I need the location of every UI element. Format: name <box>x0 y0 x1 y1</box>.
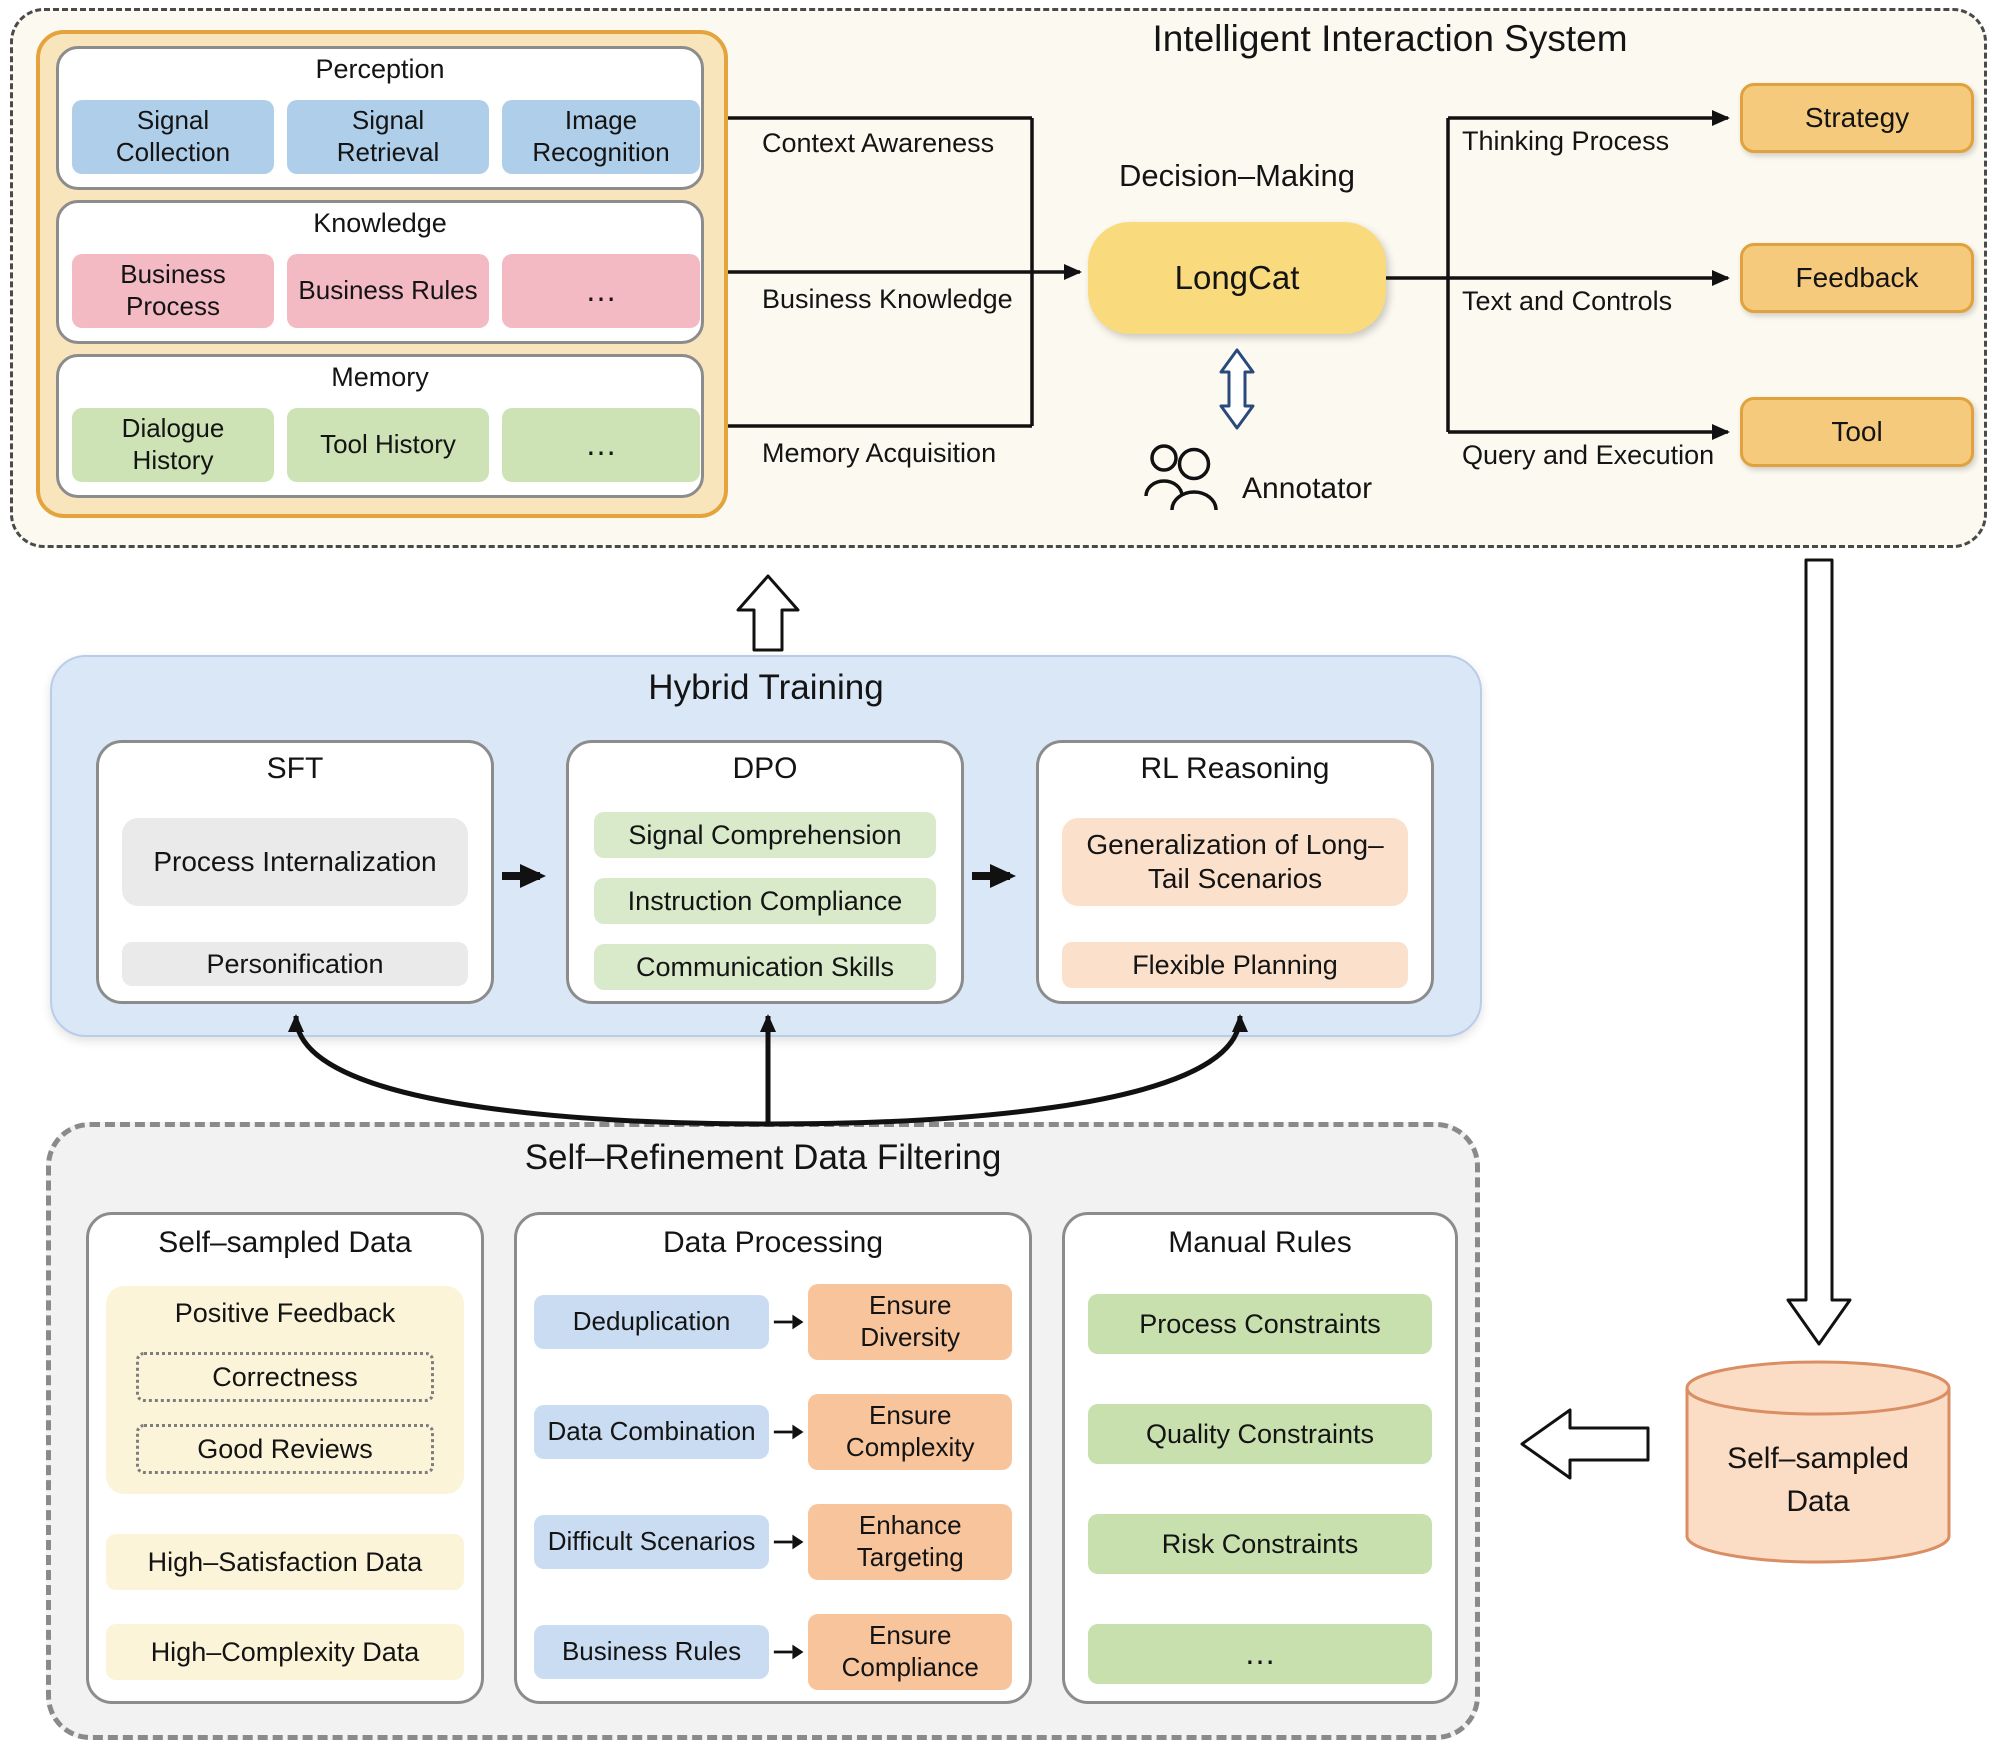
flow-label-context-awareness: Context Awareness <box>762 128 995 158</box>
processing-row: Business Rules Ensure Compliance <box>534 1610 1012 1694</box>
processing-row: Deduplication Ensure Diversity <box>534 1280 1012 1364</box>
sft-title: SFT <box>266 752 324 785</box>
output-strategy: Strategy <box>1740 83 1974 153</box>
memory-item: … <box>502 408 700 482</box>
processing-goal: Ensure Compliance <box>808 1614 1012 1690</box>
hybrid-training-title: Hybrid Training <box>648 668 884 707</box>
perception-item: Signal Collection <box>72 100 274 174</box>
perception-item: Signal Retrieval <box>287 100 489 174</box>
hollow-down-arrow <box>1786 558 1852 1346</box>
manual-rule: Quality Constraints <box>1088 1404 1432 1464</box>
knowledge-title: Knowledge <box>313 208 447 238</box>
output-tool: Tool <box>1740 397 1974 467</box>
arrow-right-icon <box>773 1314 804 1330</box>
knowledge-item: … <box>502 254 700 328</box>
arrow-right-icon <box>773 1534 804 1550</box>
perception-title: Perception <box>315 54 445 84</box>
annotator-label: Annotator <box>1242 472 1373 505</box>
manual-rules-title: Manual Rules <box>1168 1226 1352 1259</box>
dpo-item: Instruction Compliance <box>594 878 936 924</box>
datastore-label: Self–sampled Data <box>1727 1441 1909 1519</box>
flow-label-text-and-controls: Text and Controls <box>1462 286 1673 316</box>
processing-goal: Ensure Diversity <box>808 1284 1012 1360</box>
output-feedback: Feedback <box>1740 243 1974 313</box>
rl-item: Generalization of Long–Tail Scenarios <box>1062 818 1408 906</box>
feedback-item-good-reviews: Good Reviews <box>136 1424 434 1474</box>
hollow-up-arrow <box>736 574 800 652</box>
sft-item: Process Internalization <box>122 818 468 906</box>
longcat-model-box: LongCat <box>1088 222 1386 334</box>
self-sampled-datastore: Self–sampled Data <box>1683 1358 1953 1566</box>
dpo-item: Signal Comprehension <box>594 812 936 858</box>
rl-reasoning-title: RL Reasoning <box>1140 752 1330 785</box>
dpo-title: DPO <box>732 752 798 785</box>
processing-step: Business Rules <box>534 1625 770 1679</box>
memory-item: Dialogue History <box>72 408 274 482</box>
sft-item: Personification <box>122 942 468 986</box>
arrow-right-icon <box>773 1424 804 1440</box>
memory-item: Tool History <box>287 408 489 482</box>
processing-goal: Ensure Complexity <box>808 1394 1012 1470</box>
self-sampled-pill: High–Complexity Data <box>106 1624 464 1680</box>
self-sampled-data-title: Self–sampled Data <box>158 1226 412 1259</box>
perception-item: Image Recognition <box>502 100 700 174</box>
positive-feedback-label: Positive Feedback <box>174 1298 396 1328</box>
knowledge-item: Business Rules <box>287 254 489 328</box>
manual-rule: Process Constraints <box>1088 1294 1432 1354</box>
self-sampled-pill: High–Satisfaction Data <box>106 1534 464 1590</box>
database-cylinder-icon <box>1685 1360 1951 1564</box>
flow-label-query-and-execution: Query and Execution <box>1462 440 1715 470</box>
processing-row: Difficult Scenarios Enhance Targeting <box>534 1500 1012 1584</box>
processing-step: Data Combination <box>534 1405 770 1459</box>
rl-item: Flexible Planning <box>1062 942 1408 988</box>
data-processing-title: Data Processing <box>662 1226 884 1259</box>
flow-label-business-knowledge: Business Knowledge <box>762 284 1013 314</box>
processing-row: Data Combination Ensure Complexity <box>534 1390 1012 1474</box>
flow-label-thinking-process: Thinking Process <box>1462 126 1670 156</box>
arrow-right-icon <box>773 1644 804 1660</box>
manual-rule: … <box>1088 1624 1432 1684</box>
decision-making-title: Decision–Making <box>1118 158 1356 193</box>
system-title: Intelligent Interaction System <box>1152 18 1628 59</box>
processing-step: Deduplication <box>534 1295 770 1349</box>
knowledge-item: Business Process <box>72 254 274 328</box>
processing-goal: Enhance Targeting <box>808 1504 1012 1580</box>
processing-step: Difficult Scenarios <box>534 1515 770 1569</box>
flow-label-memory-acquisition: Memory Acquisition <box>762 438 997 468</box>
feedback-item-correctness: Correctness <box>136 1352 434 1402</box>
hollow-left-arrow <box>1520 1408 1650 1480</box>
manual-rule: Risk Constraints <box>1088 1514 1432 1574</box>
memory-title: Memory <box>331 362 429 392</box>
self-refinement-title: Self–Refinement Data Filtering <box>524 1138 1002 1177</box>
dpo-item: Communication Skills <box>594 944 936 990</box>
positive-feedback-group <box>106 1286 464 1494</box>
